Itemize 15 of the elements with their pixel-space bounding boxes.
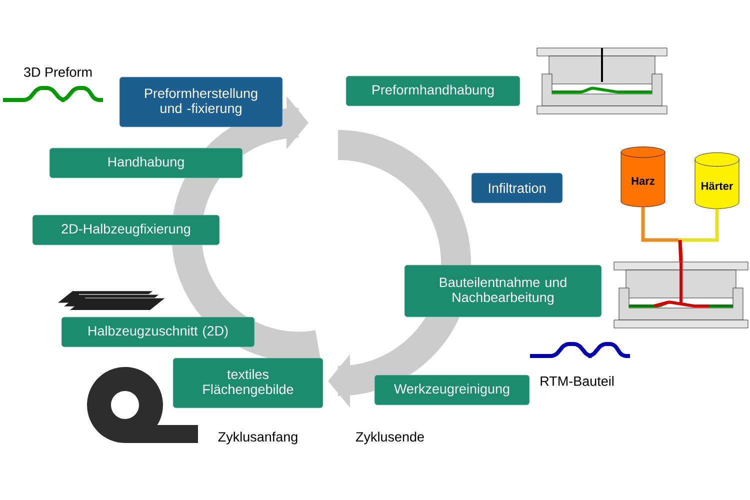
text-label: 3D Preform [24,67,92,77]
process-box: Halbzeugzuschnitt (2D) [61,316,255,348]
process-box: Infiltration [471,172,563,204]
process-box: Handhabung [49,148,243,178]
text-label: Zyklusanfang [218,432,298,444]
injection-mold-drawing [614,262,748,328]
text-label: Zyklusende [356,432,424,444]
process-box: Preformhandhabung [346,76,520,106]
tank-cylinder: Harz [620,146,666,207]
process-box: 2D-Halbzeugfixierung [32,214,220,246]
process-box: Preformherstellung und -fixierung [119,76,283,128]
tank-cylinder: Härter [694,152,740,209]
process-box: Bauteilentnahme und Nachbearbeitung [404,264,602,318]
process-box: textiles Flächengebilde [172,358,324,408]
process-box: Werkzeugreinigung [374,374,530,406]
